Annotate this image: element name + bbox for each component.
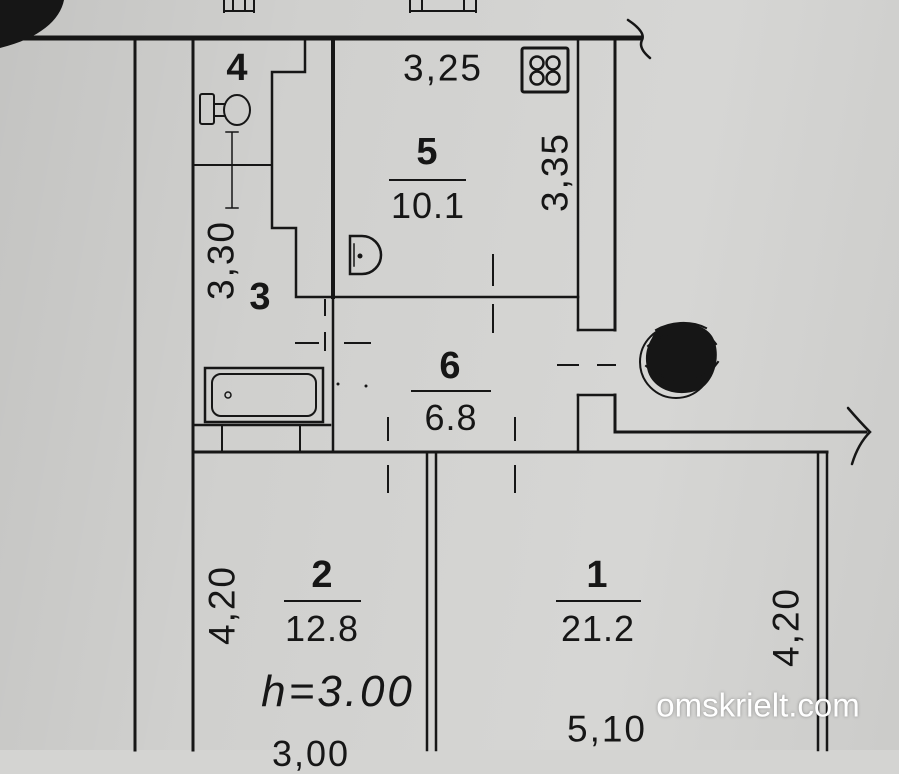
window-left: [223, 0, 255, 13]
top-windows: [223, 0, 477, 13]
walls: [0, 35, 868, 752]
fraction-lines: [284, 179, 641, 602]
section-arrow-right: [846, 406, 872, 466]
room-1-area: 21.2: [560, 608, 636, 649]
room-5-dimension-vertical: 3,35: [534, 131, 576, 213]
room-1-dimension-horizontal: 5,10: [566, 708, 648, 750]
room-1-dimension-vertical: 4,20: [765, 586, 807, 668]
wall-shaft-stepped: [270, 36, 335, 299]
room-4-number: 4: [226, 47, 248, 89]
scribble-strokes: [644, 322, 720, 382]
sink-drain: [357, 253, 363, 259]
room-2-dimension-horizontal: 3,00: [272, 733, 351, 774]
sink-basin: [348, 234, 383, 276]
room-5-number: 5: [416, 131, 438, 173]
stove-body: [520, 46, 570, 94]
section-arrows: [626, 18, 872, 466]
bathtub-outer: [203, 366, 325, 424]
room-5-area: 10.1: [390, 185, 466, 226]
room-6-area: 6.8: [424, 397, 478, 438]
room-3-number: 3: [249, 276, 271, 318]
bathtub-drain: [224, 391, 232, 399]
room-2-area: 12.8: [284, 608, 360, 649]
stove-burner: [545, 55, 561, 71]
stray-dot: [336, 382, 340, 386]
toilet-connector: [213, 103, 226, 117]
door-marks: [295, 254, 616, 493]
section-arrow-top: [626, 18, 652, 60]
stray-dot: [364, 384, 368, 388]
toilet-icon: [199, 93, 251, 126]
window-right: [409, 0, 477, 13]
redaction-scribble: [639, 322, 720, 399]
scribble-fill: [645, 322, 717, 394]
sink-icon: [348, 234, 383, 276]
room-1-number: 1: [586, 554, 608, 596]
toilet-tank: [199, 93, 215, 125]
bathtub-inner: [211, 373, 317, 417]
room-5-dimension-horizontal: 3,25: [402, 47, 484, 89]
door-mark-room-3-room-6: [295, 299, 371, 351]
room-6-number: 6: [439, 345, 461, 387]
room-2-dimension-vertical: 4,20: [201, 564, 243, 646]
bathtub-icon: [203, 366, 325, 424]
stove-icon: [520, 46, 570, 94]
room-2-number: 2: [311, 554, 333, 596]
watermark: omskrielt.com: [656, 686, 860, 724]
toilet-bowl: [223, 94, 251, 126]
floor-plan: [0, 0, 872, 752]
corner-dark-shape: [0, 0, 64, 48]
room-3-dimension-vertical: 3,30: [200, 219, 242, 301]
ceiling-height: h=3.00: [261, 667, 415, 716]
stray-marks: [336, 382, 368, 388]
stove-burner: [545, 70, 561, 86]
dimension-line-room-3: [225, 131, 239, 209]
stove-burner: [529, 70, 545, 86]
stove-burner: [529, 55, 545, 71]
